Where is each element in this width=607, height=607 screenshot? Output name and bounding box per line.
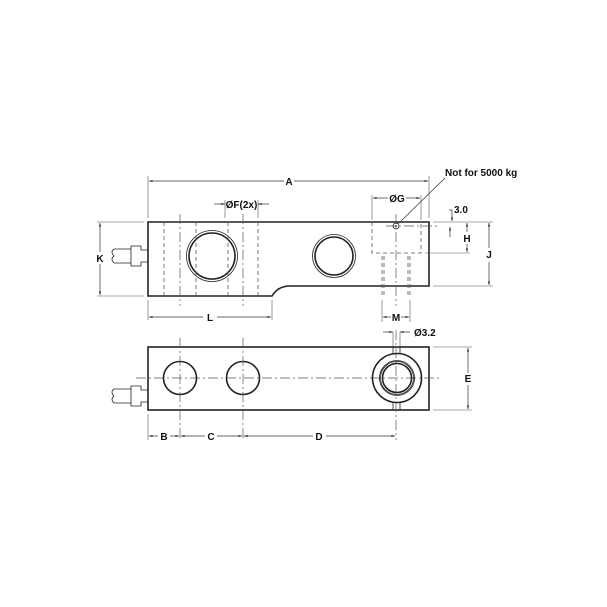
dimension-g: ØG (371, 194, 422, 220)
pin-hole-slots (392, 347, 401, 410)
label-h: H (463, 234, 470, 245)
dimension-m: M (381, 300, 411, 324)
label-3-0: 3.0 (454, 205, 468, 216)
label-j: J (486, 250, 492, 261)
dimension-e: E (433, 346, 472, 411)
label-d: D (315, 432, 322, 443)
label-c: C (207, 432, 214, 443)
dimension-k: K (96, 221, 144, 297)
label-f: ØF(2x) (226, 200, 258, 211)
dimension-d: D (244, 432, 395, 443)
small-hole-icon (392, 222, 400, 230)
side-view-body-outline (147, 221, 430, 297)
dimension-j: J (433, 223, 493, 287)
dimension-l: L (147, 300, 273, 324)
cable-side (111, 245, 148, 267)
dimension-a: A (147, 176, 430, 218)
top-view-body-outline (147, 346, 430, 411)
side-view (111, 214, 440, 306)
label-m: M (392, 313, 400, 324)
label-l: L (207, 313, 213, 324)
label-g: ØG (389, 194, 405, 205)
label-e: E (465, 374, 472, 385)
dimension-3-0: 3.0 (433, 205, 493, 237)
top-view (111, 330, 440, 440)
label-pin-hole: Ø3.2 (414, 328, 436, 339)
mounting-hole-2-side (312, 234, 356, 278)
label-b: B (160, 432, 167, 443)
cable-top (111, 385, 148, 407)
load-hole-outer (371, 352, 423, 404)
note-text: Not for 5000 kg (445, 168, 517, 179)
label-a: A (285, 177, 292, 188)
dimension-c: C (181, 432, 242, 443)
dimension-f: ØF(2x) (214, 200, 269, 218)
dimension-h: H (425, 223, 471, 254)
load-hole-inner (381, 362, 413, 394)
label-k: K (96, 254, 104, 265)
dimension-b: B (147, 414, 179, 443)
mounting-hole-1-side (188, 232, 236, 280)
dimension-pin-hole: Ø3.2 (383, 328, 436, 346)
note-not-for-5000kg: Not for 5000 kg (397, 168, 517, 225)
